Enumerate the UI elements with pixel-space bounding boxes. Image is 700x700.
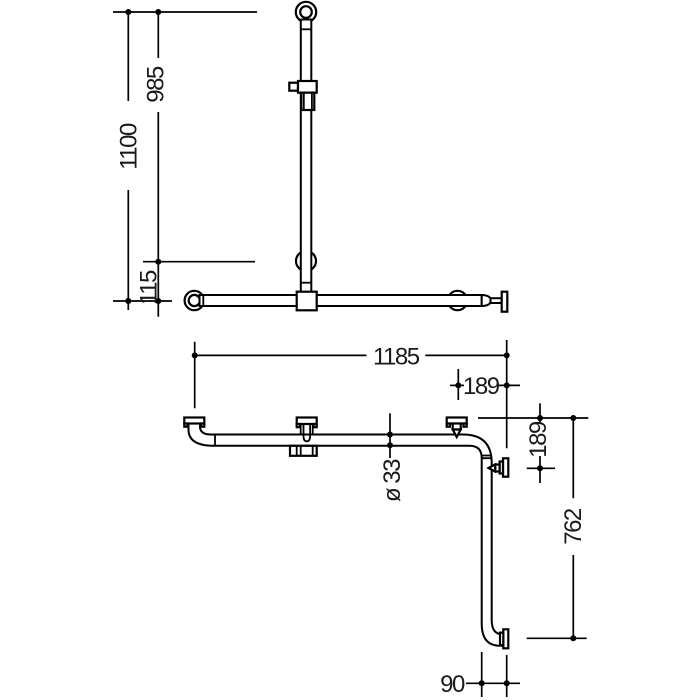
front-elevation-view: 1100 985 115	[113, 0, 509, 317]
plan-middle-support	[288, 416, 318, 457]
plan-dimension-lines: 1185 189 189 762	[191, 340, 589, 698]
dim-label-upper-height: 985	[143, 66, 170, 103]
dim-label-side-support-offset: 189	[525, 421, 552, 458]
shower-rail-front	[288, 0, 318, 293]
bar-tube	[198, 294, 483, 307]
plan-corner-support	[445, 416, 468, 440]
shower-head-slider	[288, 79, 318, 112]
plan-slider-block	[288, 444, 318, 457]
front-dimension-lines: 1100 985 115	[113, 9, 257, 317]
dim-label-bar-offset: 115	[136, 270, 163, 305]
plan-left-wall-flange	[183, 416, 206, 428]
dim-label-end-return-offset: 90	[440, 671, 465, 698]
dim-label-tube-diameter: ø 33	[379, 459, 406, 502]
dim-label-corner-support-offset: 189	[463, 373, 500, 400]
plan-view: 1185 189 189 762	[183, 340, 589, 698]
rail-bar-junction	[295, 290, 318, 312]
bar-end-stem	[489, 297, 503, 305]
plan-side-leg-support	[486, 457, 510, 478]
dim-label-side-leg-length: 762	[560, 508, 587, 545]
plan-bottom-end-flange	[498, 628, 510, 650]
l-shaped-bar-tube	[187, 422, 505, 647]
bar-end-dome	[480, 293, 492, 308]
dim-label-total-height: 1100	[116, 123, 143, 170]
rail-tube	[299, 18, 313, 293]
dim-label-overall-length: 1185	[373, 344, 420, 371]
grab-bar-front	[183, 289, 509, 313]
bar-end-wall-plate	[500, 290, 509, 313]
